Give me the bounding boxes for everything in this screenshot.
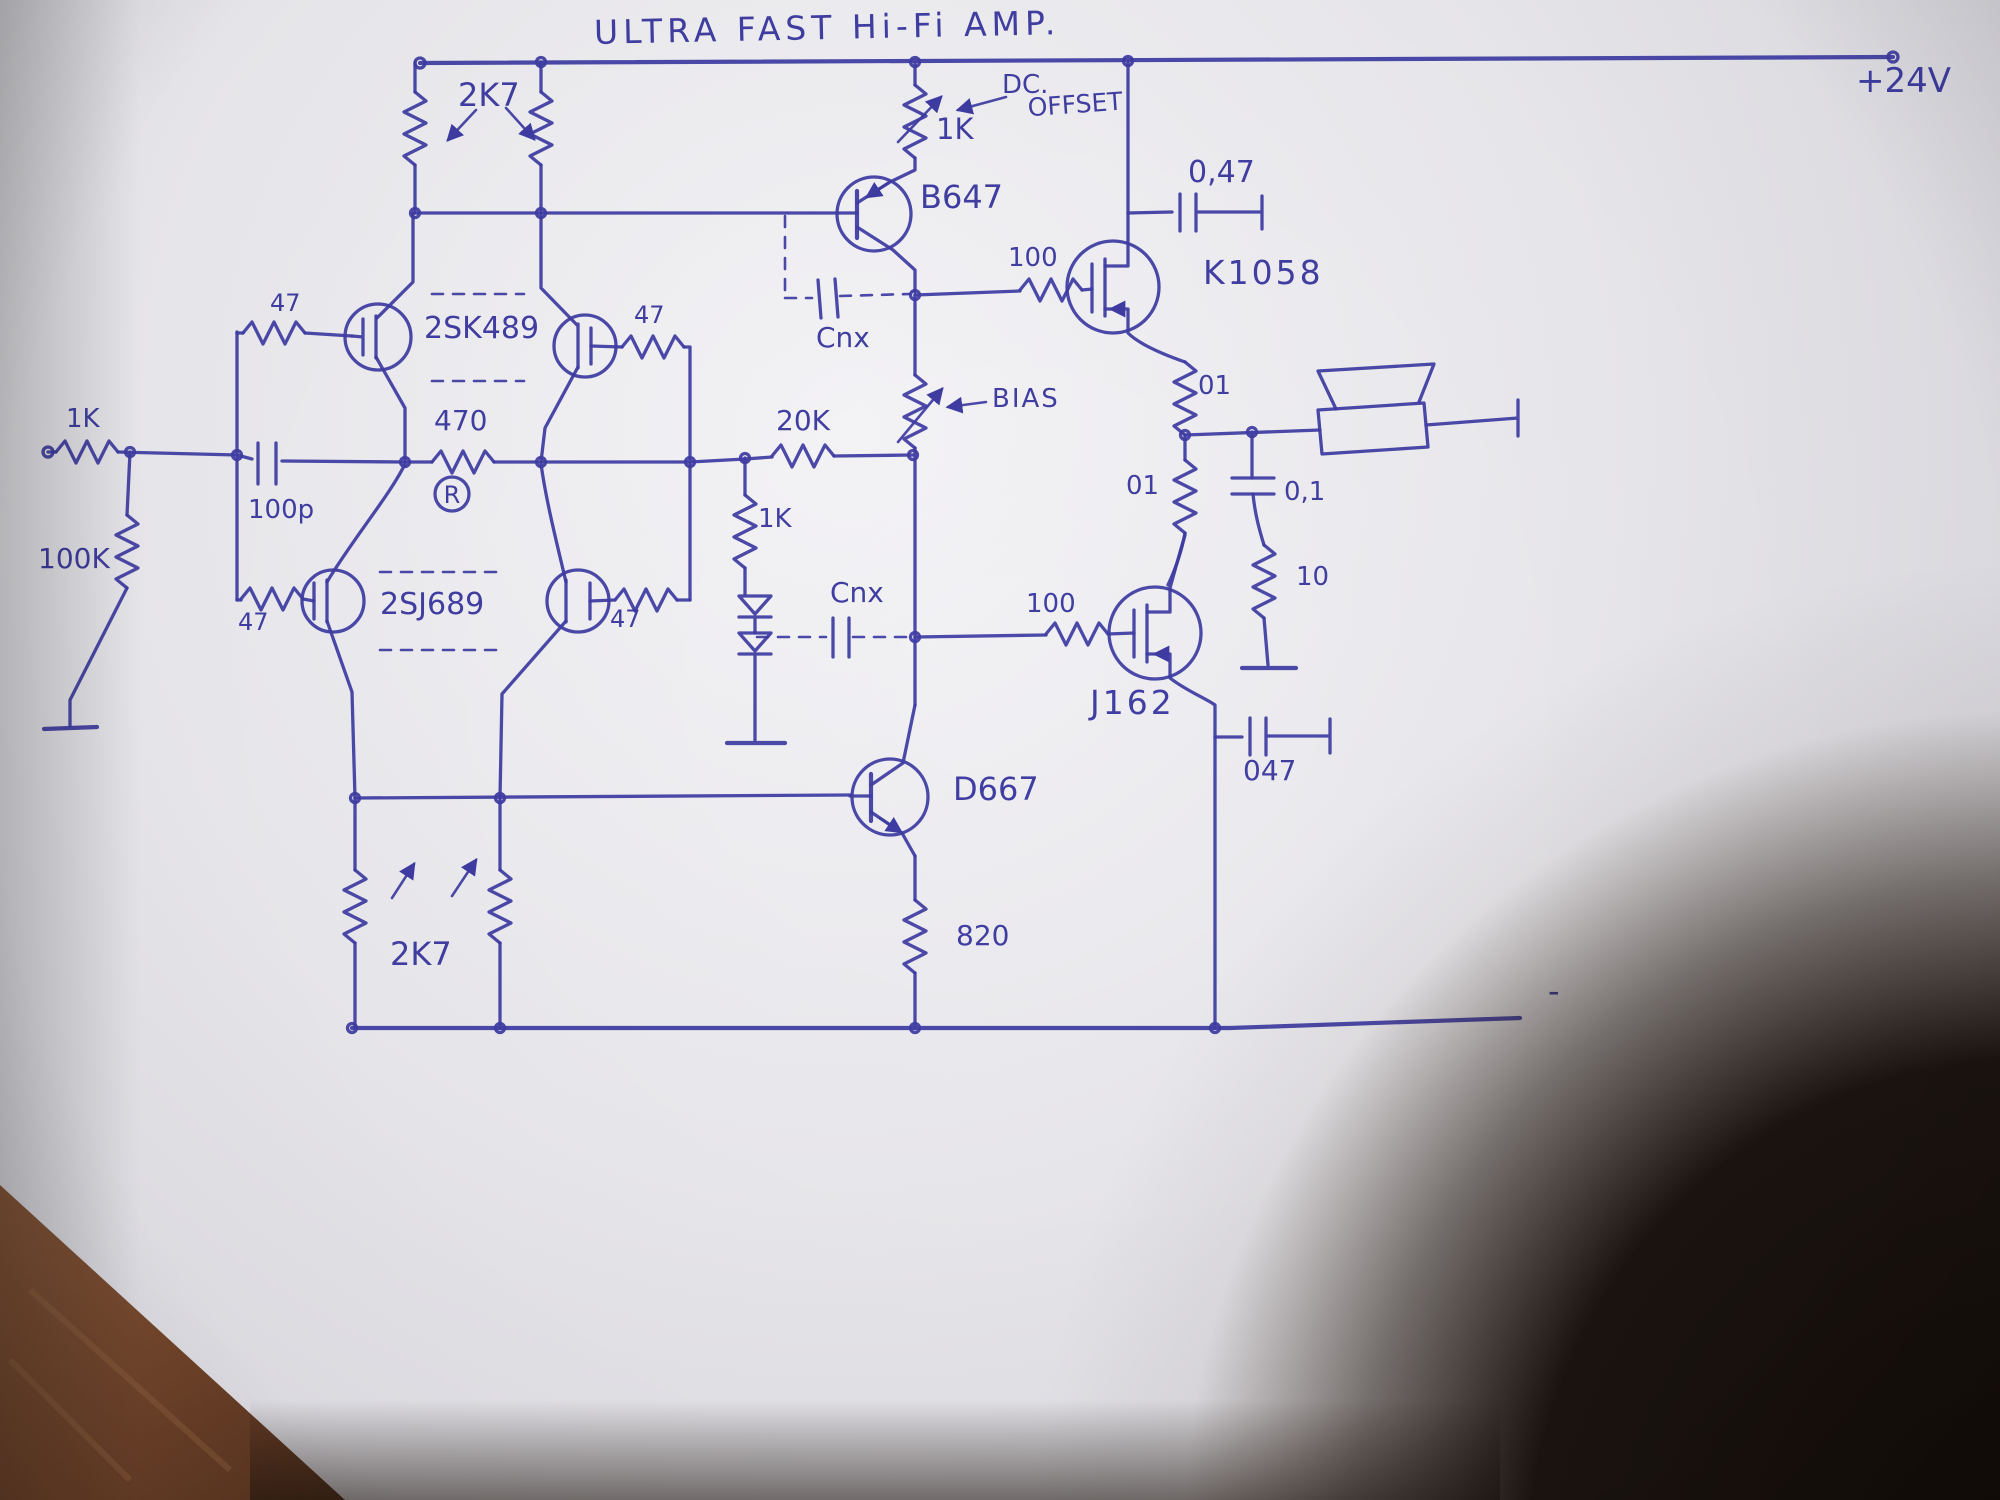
photo-of-hand-drawn-schematic: ULTRA FAST Hi-Fi AMP. +24V - 2K7 1K DC. … bbox=[0, 0, 2000, 1500]
vignette bbox=[0, 0, 2000, 1500]
photo-overlays bbox=[0, 0, 2000, 1500]
schematic-canvas: ULTRA FAST Hi-Fi AMP. +24V - 2K7 1K DC. … bbox=[0, 0, 2000, 1500]
